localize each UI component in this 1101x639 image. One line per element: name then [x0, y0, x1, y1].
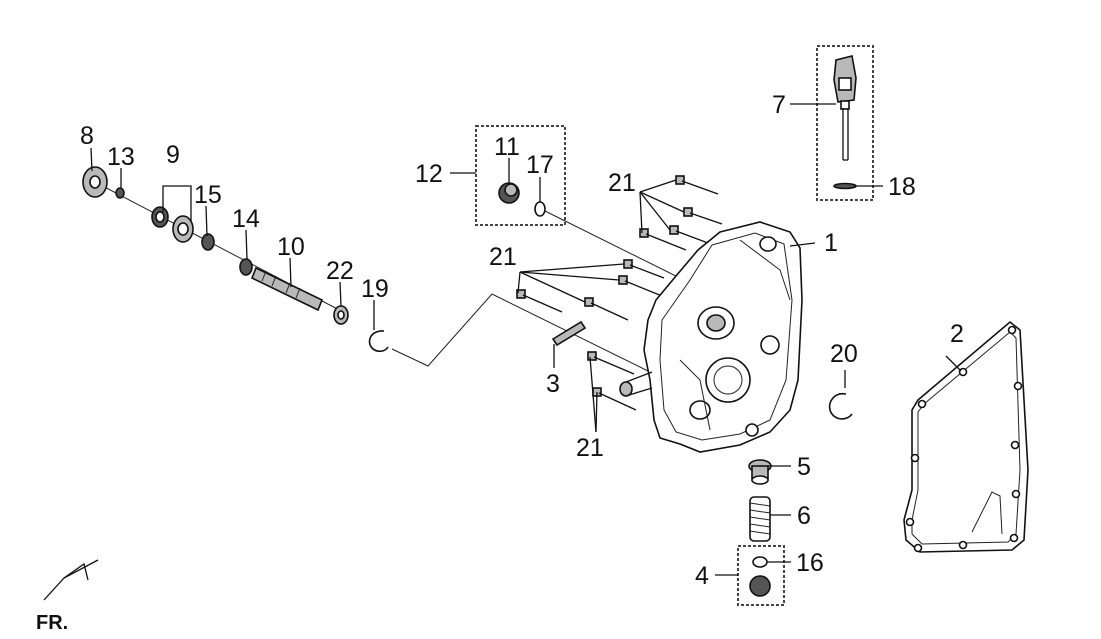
callout-4: 4 [695, 562, 709, 590]
callout-16: 16 [796, 549, 824, 577]
callout-22: 22 [326, 257, 354, 285]
part-18-oring [833, 182, 857, 190]
part-8-gear [82, 166, 108, 198]
callout-3: 3 [546, 370, 560, 398]
callout-18: 18 [888, 173, 916, 201]
callout-2: 2 [950, 320, 964, 348]
part-7-dipstick [833, 55, 857, 161]
front-label: FR. [36, 612, 68, 634]
callout-14: 14 [232, 205, 260, 233]
part-6-spring [749, 496, 771, 542]
callout-21-mid: 21 [489, 243, 517, 271]
part-5-plug [748, 459, 772, 485]
leader-lines [90, 103, 962, 576]
part-22-washer [333, 305, 349, 325]
part-11-cap [498, 182, 520, 204]
callout-13: 13 [107, 143, 135, 171]
part-15-seal [201, 233, 215, 251]
callout-10: 10 [277, 233, 305, 261]
part-9-bearing-a [151, 206, 169, 228]
callout-9: 9 [166, 141, 180, 169]
callout-8: 8 [80, 122, 94, 150]
part-4-filter [749, 575, 771, 597]
part-9-bearing-b [172, 215, 194, 243]
callout-labels: 8 13 9 15 14 10 22 19 12 11 17 21 21 3 2… [80, 91, 964, 590]
front-orientation-marker: FR. [36, 559, 99, 634]
callout-15: 15 [194, 181, 222, 209]
callout-7: 7 [772, 91, 786, 119]
group-box-12 [475, 125, 566, 226]
callout-19: 19 [361, 275, 389, 303]
callout-17: 17 [526, 151, 554, 179]
part-1-cover [619, 221, 803, 453]
shaft-assembly [82, 166, 349, 325]
callout-21-top: 21 [608, 169, 636, 197]
callout-11: 11 [494, 133, 520, 161]
part-2-gasket [903, 320, 1029, 553]
part-14-seal [239, 258, 253, 276]
callout-6: 6 [797, 502, 811, 530]
part-10-shaft [250, 266, 324, 312]
callout-21-bottom: 21 [576, 434, 604, 462]
callout-20: 20 [830, 340, 858, 368]
group-box-7 [816, 45, 874, 201]
callout-5: 5 [797, 453, 811, 481]
part-19-clip [368, 330, 389, 353]
callout-12: 12 [415, 160, 443, 188]
part-16-oring [752, 556, 768, 568]
callout-1: 1 [824, 229, 838, 257]
part-17-oring [534, 201, 546, 217]
part-3-dowel [551, 320, 587, 347]
part-20-clip [828, 392, 853, 420]
part-13-washer [115, 187, 125, 199]
